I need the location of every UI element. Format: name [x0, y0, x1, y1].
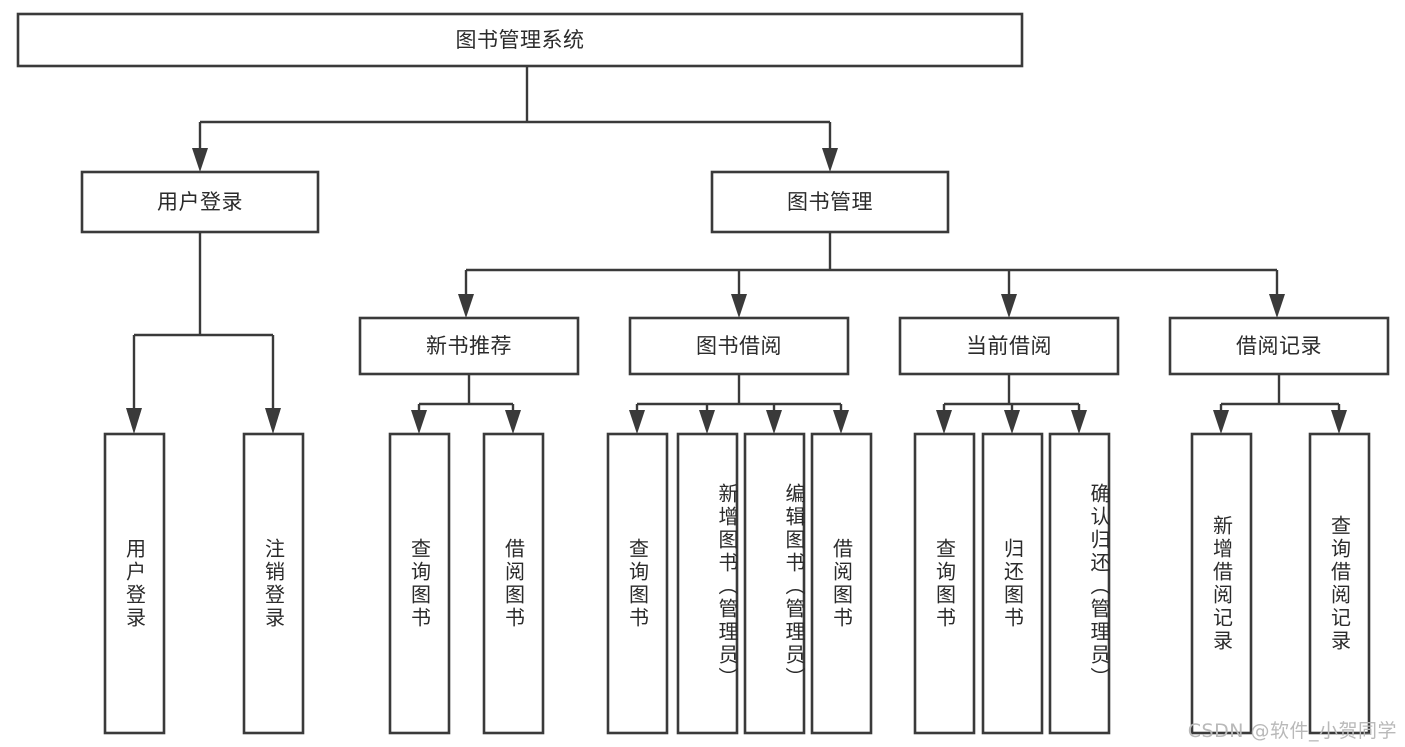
node-current-borrow-box	[898, 316, 1120, 376]
leaf-borrow-book-recommend-box[interactable]	[482, 432, 545, 735]
node-root-box	[16, 12, 1024, 68]
arrow-leaf-confirm-return	[1071, 410, 1087, 434]
arrow-leaf-add-borrow-record	[1213, 410, 1229, 434]
edges-user-login-to-leaves	[126, 232, 281, 434]
node-new-book-recommend-label: 新书推荐	[426, 334, 512, 358]
node-user-login-box	[80, 170, 320, 234]
arrow-leaf-add-book	[699, 410, 715, 434]
arrow-leaf-user-login	[126, 408, 142, 434]
arrow-leaf-query-book-current	[936, 410, 952, 434]
node-user-login-label: 用户登录	[157, 190, 243, 214]
arrow-leaf-borrow-book	[833, 410, 849, 434]
node-new-book-recommend-box	[358, 316, 580, 376]
arrow-leaf-query-borrow-record	[1331, 410, 1347, 434]
leaf-edit-book-box[interactable]	[743, 432, 806, 735]
csdn-watermark: CSDN @软件_小贺同学	[1187, 720, 1397, 742]
leaf-query-borrow-record-box[interactable]	[1308, 432, 1371, 735]
arrow-leaf-return-book	[1004, 410, 1020, 434]
leaf-boxes	[103, 432, 1371, 735]
edges-book-manage-to-level3	[458, 232, 1285, 318]
node-borrow-record-label: 借阅记录	[1236, 334, 1322, 358]
edges-current-borrow-to-leaves	[936, 374, 1087, 434]
edges-new-book-recommend-to-leaves	[411, 374, 521, 434]
node-root[interactable]: 图书管理系统	[16, 12, 1024, 68]
arrow-leaf-query-book-borrow	[629, 410, 645, 434]
leaf-user-login-box[interactable]	[103, 432, 166, 735]
node-book-borrow-box	[628, 316, 850, 376]
node-book-borrow[interactable]: 图书借阅	[628, 316, 850, 376]
arrow-leaf-query-book-recommend	[411, 410, 427, 434]
node-book-manage-box	[710, 170, 950, 234]
leaf-return-book-box[interactable]	[981, 432, 1044, 735]
arrow-root-to-book-manage	[822, 148, 838, 172]
node-current-borrow[interactable]: 当前借阅	[898, 316, 1120, 376]
arrow-root-to-user-login	[192, 148, 208, 172]
node-borrow-record[interactable]: 借阅记录	[1168, 316, 1390, 376]
leaf-query-book-recommend-box[interactable]	[388, 432, 451, 735]
node-book-manage[interactable]: 图书管理	[710, 170, 950, 234]
arrow-leaf-borrow-book-recommend	[505, 410, 521, 434]
node-book-borrow-label: 图书借阅	[696, 334, 782, 358]
leaf-query-book-current-box[interactable]	[913, 432, 976, 735]
edges-book-borrow-to-leaves	[629, 374, 849, 434]
edges-root-to-level2	[192, 66, 838, 172]
arrow-leaf-edit-book	[766, 410, 782, 434]
node-borrow-record-box	[1168, 316, 1390, 376]
node-root-label: 图书管理系统	[456, 28, 585, 52]
leaf-query-book-borrow-box[interactable]	[606, 432, 669, 735]
node-book-manage-label: 图书管理	[787, 190, 873, 214]
leaf-confirm-return-box[interactable]	[1048, 432, 1111, 735]
leaf-add-borrow-record-box[interactable]	[1190, 432, 1253, 735]
edges-borrow-record-to-leaves	[1213, 374, 1347, 434]
node-user-login[interactable]: 用户登录	[80, 170, 320, 234]
arrow-to-borrow-record	[1269, 294, 1285, 318]
node-current-borrow-label: 当前借阅	[966, 334, 1052, 358]
leaf-logout-box[interactable]	[242, 432, 305, 735]
arrow-leaf-logout	[265, 408, 281, 434]
leaf-add-book-box[interactable]	[676, 432, 739, 735]
node-new-book-recommend[interactable]: 新书推荐	[358, 316, 580, 376]
leaf-borrow-book-box[interactable]	[810, 432, 873, 735]
arrow-to-current-borrow	[1001, 294, 1017, 318]
arrow-to-book-borrow	[731, 294, 747, 318]
arrow-to-new-book-recommend	[458, 294, 474, 318]
